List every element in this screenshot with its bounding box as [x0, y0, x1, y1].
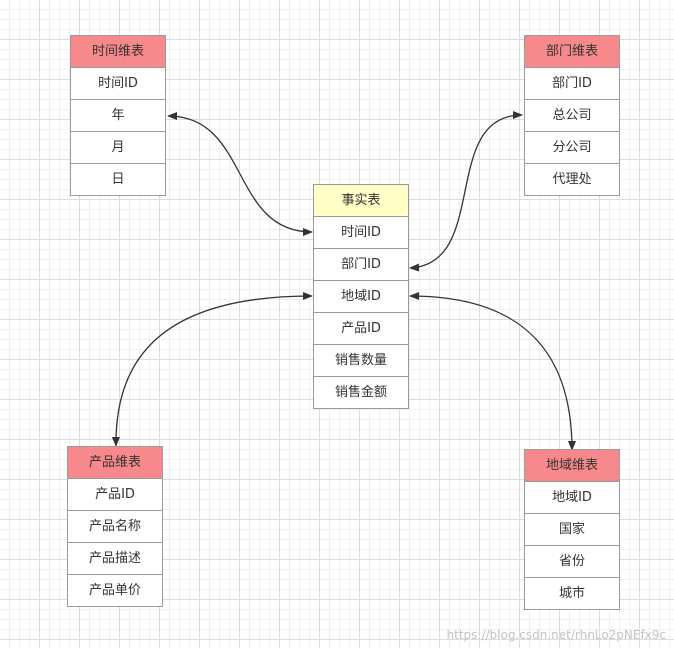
table-field: 代理处: [552, 172, 592, 187]
product-dimension-table[interactable]: 产品维表 产品ID 产品名称 产品描述 产品单价: [67, 446, 163, 607]
table-field: 分公司: [525, 132, 619, 164]
table-field: 地域ID: [525, 482, 619, 514]
time-dimension-title: 时间维表: [71, 36, 165, 68]
table-field: 月: [71, 132, 165, 164]
dept-dimension-title: 部门维表: [525, 36, 619, 68]
connector-time-dim: [167, 112, 313, 236]
table-field: 产品单价: [88, 583, 141, 598]
watermark: https://blog.csdn.net/rhnLo2pNEfx9c: [446, 628, 666, 642]
fact-table-title: 事实表: [314, 185, 408, 217]
time-dimension-table[interactable]: 时间维表 时间ID 年 月 日: [70, 35, 166, 196]
table-field: 产品描述: [68, 543, 162, 575]
table-field: 时间ID: [71, 68, 165, 100]
region-dimension-title: 地域维表: [525, 450, 619, 482]
table-field: 销售金额: [334, 385, 387, 400]
region-dimension-table[interactable]: 地域维表 地域ID 国家 省份 城市: [524, 449, 620, 610]
table-field: 日: [111, 172, 125, 187]
table-field: 年: [71, 100, 165, 132]
table-field: 国家: [525, 514, 619, 546]
table-field: 城市: [558, 586, 585, 601]
table-field: 销售数量: [314, 345, 408, 377]
table-field: 产品ID: [314, 313, 408, 345]
table-field: 省份: [525, 546, 619, 578]
table-field: 产品名称: [68, 511, 162, 543]
connector-region-dim: [409, 292, 576, 451]
table-field: 部门ID: [525, 68, 619, 100]
table-field: 总公司: [525, 100, 619, 132]
product-dimension-title: 产品维表: [68, 447, 162, 479]
dept-dimension-table[interactable]: 部门维表 部门ID 总公司 分公司 代理处: [524, 35, 620, 196]
table-field: 部门ID: [314, 249, 408, 281]
table-field: 产品ID: [68, 479, 162, 511]
table-field: 时间ID: [314, 217, 408, 249]
fact-table[interactable]: 事实表 时间ID 部门ID 地域ID 产品ID 销售数量 销售金额: [313, 184, 409, 409]
table-field: 地域ID: [314, 281, 408, 313]
connector-dept-dim: [409, 111, 523, 272]
connector-product-dim: [111, 292, 313, 447]
